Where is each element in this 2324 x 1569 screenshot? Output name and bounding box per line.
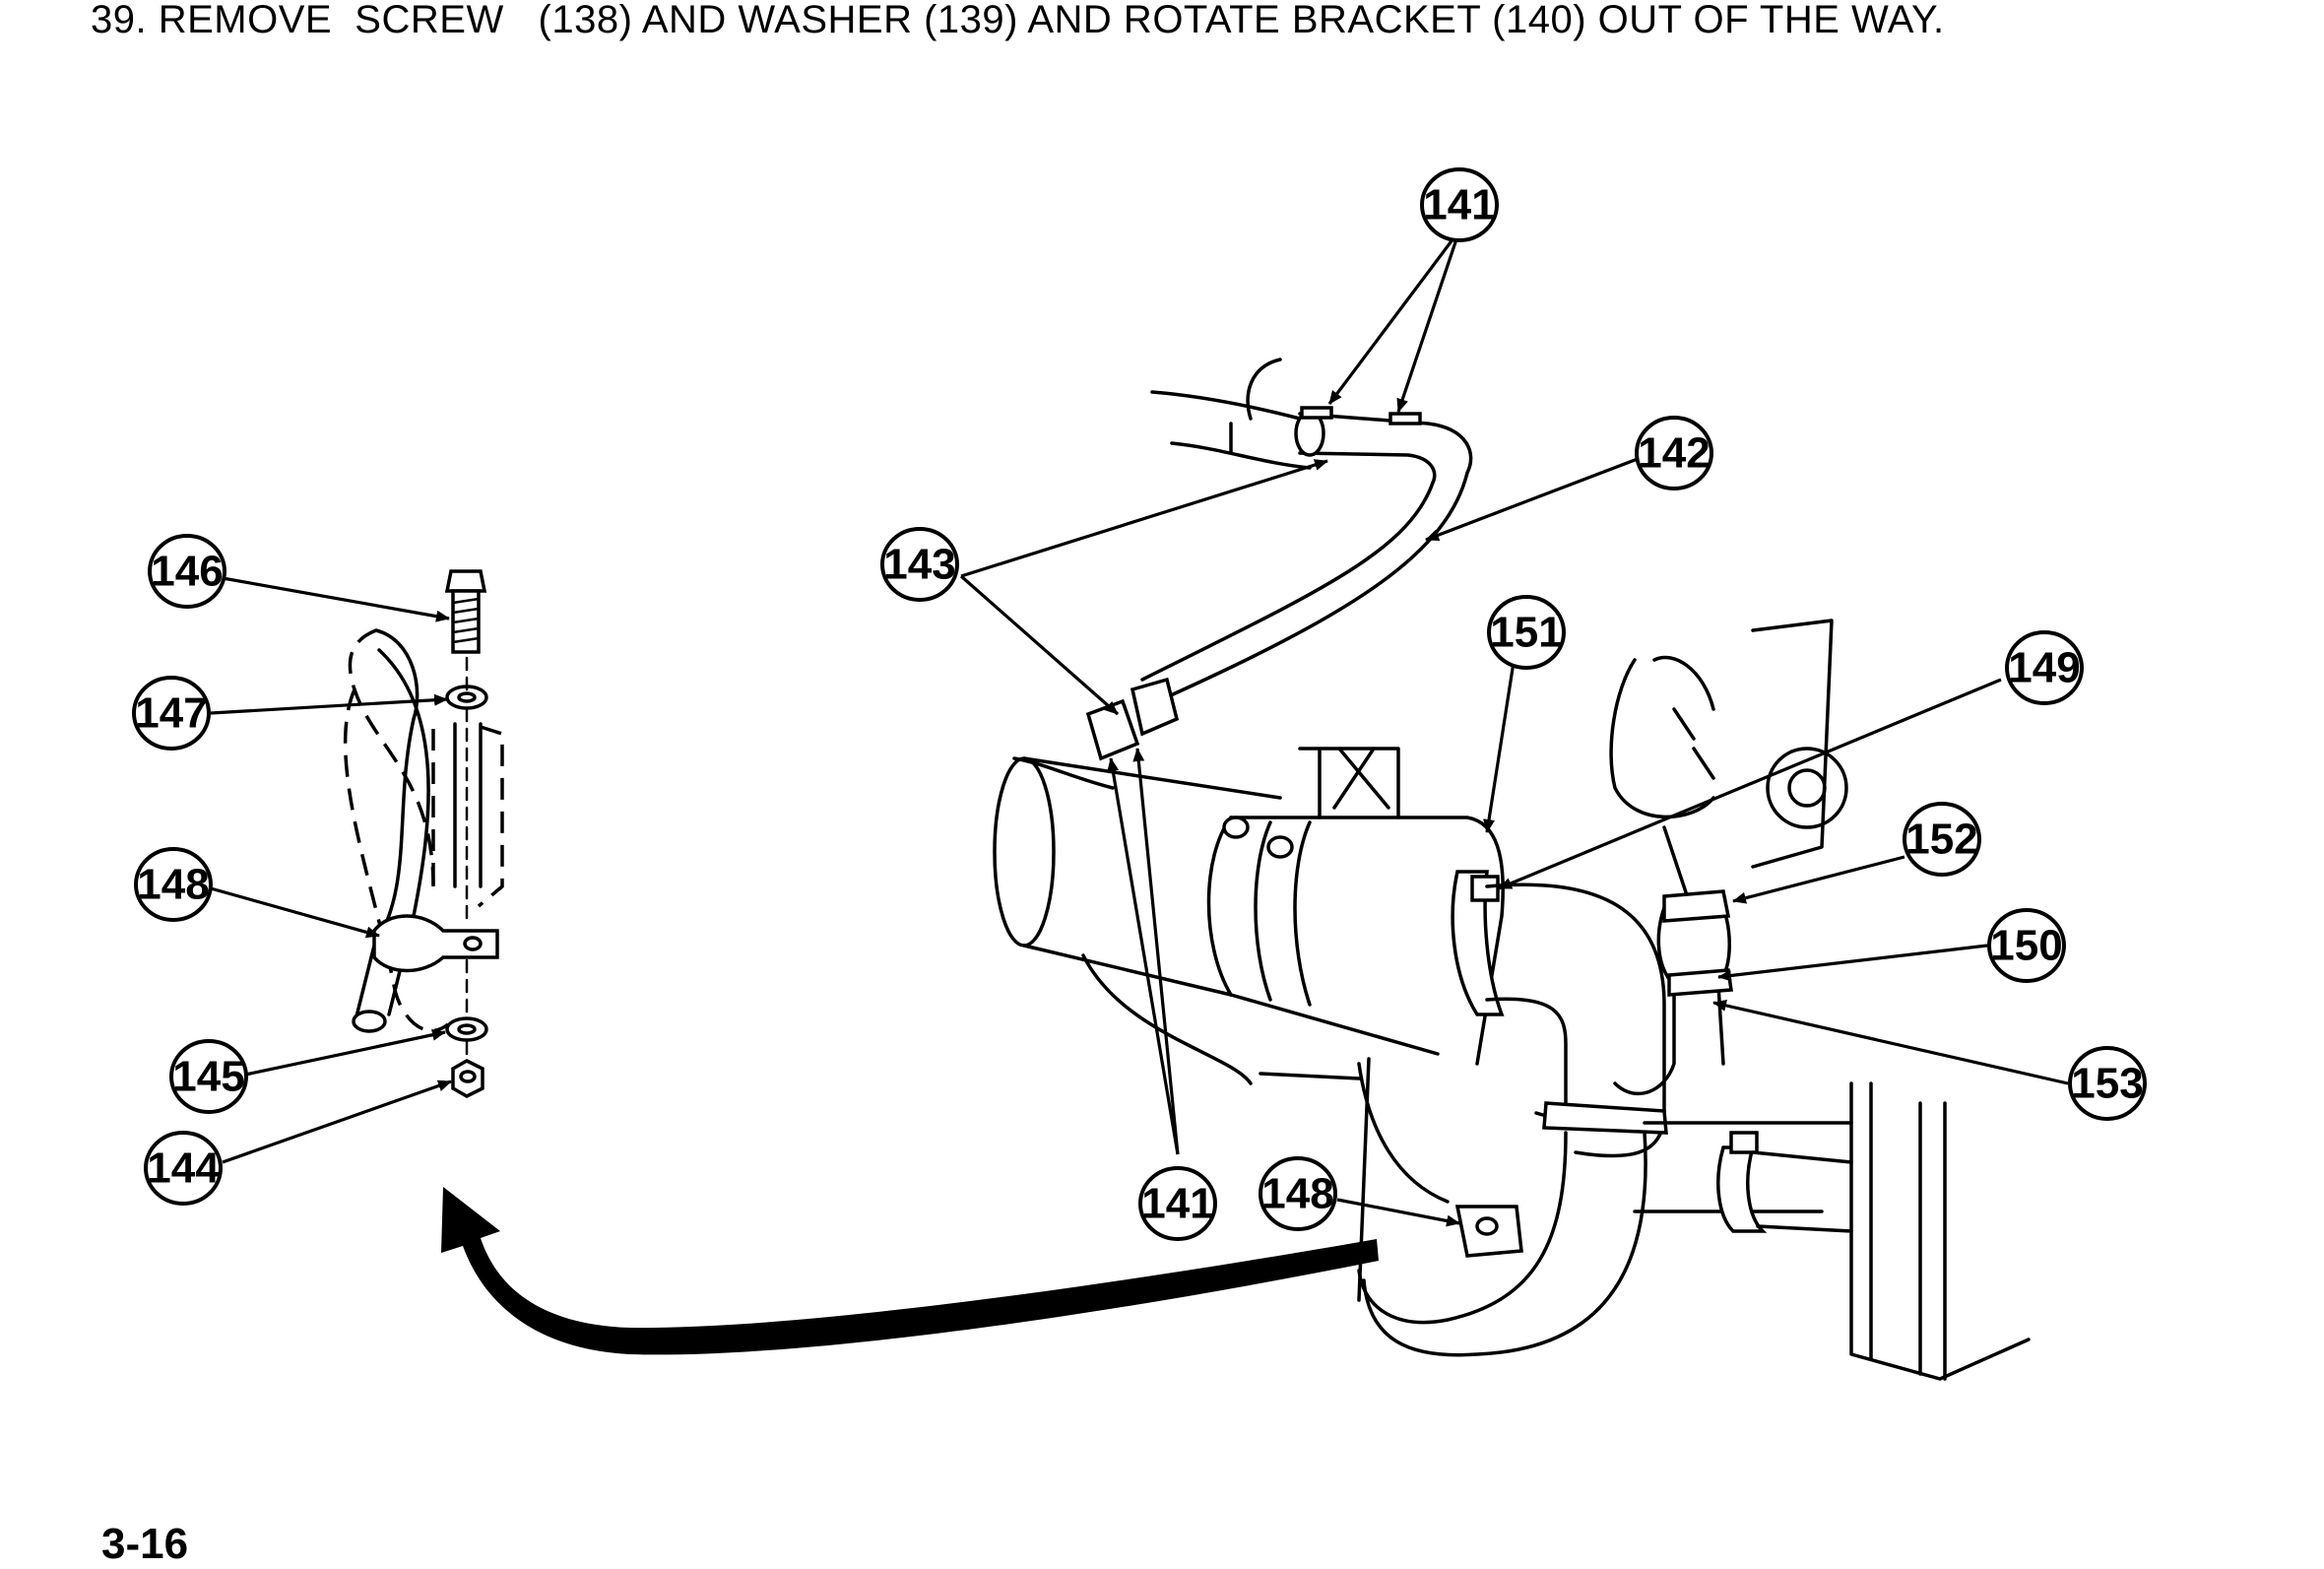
callout-141-bottom: 141 xyxy=(1138,1166,1217,1241)
svg-text:146: 146 xyxy=(151,548,223,596)
air-cleaner-assembly-drawing xyxy=(993,358,2031,1381)
bracket-drawing xyxy=(343,628,504,1033)
callout-142: 142 xyxy=(1635,416,1713,490)
svg-text:142: 142 xyxy=(1638,429,1710,478)
callout-144: 144 xyxy=(144,1131,223,1206)
callout-148-left: 148 xyxy=(134,847,213,922)
screw-146-drawing xyxy=(444,569,487,654)
detail-exploded-view xyxy=(343,569,504,1098)
callout-151: 151 xyxy=(1487,595,1566,670)
callout-143: 143 xyxy=(880,527,959,602)
page-number: 3-16 xyxy=(101,1520,189,1568)
leader-lines xyxy=(210,229,2069,1227)
svg-text:147: 147 xyxy=(135,689,207,738)
callout-149: 149 xyxy=(2005,630,2084,705)
svg-text:148: 148 xyxy=(1261,1170,1333,1218)
curved-arrow-icon xyxy=(441,1187,1379,1355)
svg-text:151: 151 xyxy=(1490,609,1562,657)
instruction-step-39: 39. REMOVE SCREW (138) AND WASHER (139) … xyxy=(91,0,1945,41)
svg-text:153: 153 xyxy=(2071,1060,2143,1108)
svg-text:141: 141 xyxy=(1423,181,1495,229)
svg-text:145: 145 xyxy=(172,1053,244,1101)
svg-text:141: 141 xyxy=(1141,1180,1213,1228)
callout-146: 146 xyxy=(148,534,226,609)
nut-144-drawing xyxy=(451,1059,484,1098)
svg-text:148: 148 xyxy=(137,861,209,909)
washer-145-drawing xyxy=(445,1016,488,1042)
callout-152: 152 xyxy=(1903,802,1981,877)
svg-text:150: 150 xyxy=(1990,922,2062,970)
callout-141-top: 141 xyxy=(1420,167,1499,242)
svg-text:143: 143 xyxy=(883,541,955,589)
svg-text:149: 149 xyxy=(2008,644,2080,692)
callout-145: 145 xyxy=(169,1039,248,1114)
callout-150: 150 xyxy=(1987,908,2066,983)
callout-148-bottom: 148 xyxy=(1259,1156,1337,1231)
svg-text:152: 152 xyxy=(1905,816,1977,864)
clamp-148-drawing xyxy=(372,914,499,973)
callout-147: 147 xyxy=(132,676,211,751)
svg-text:144: 144 xyxy=(147,1144,220,1193)
callout-153: 153 xyxy=(2068,1046,2147,1121)
